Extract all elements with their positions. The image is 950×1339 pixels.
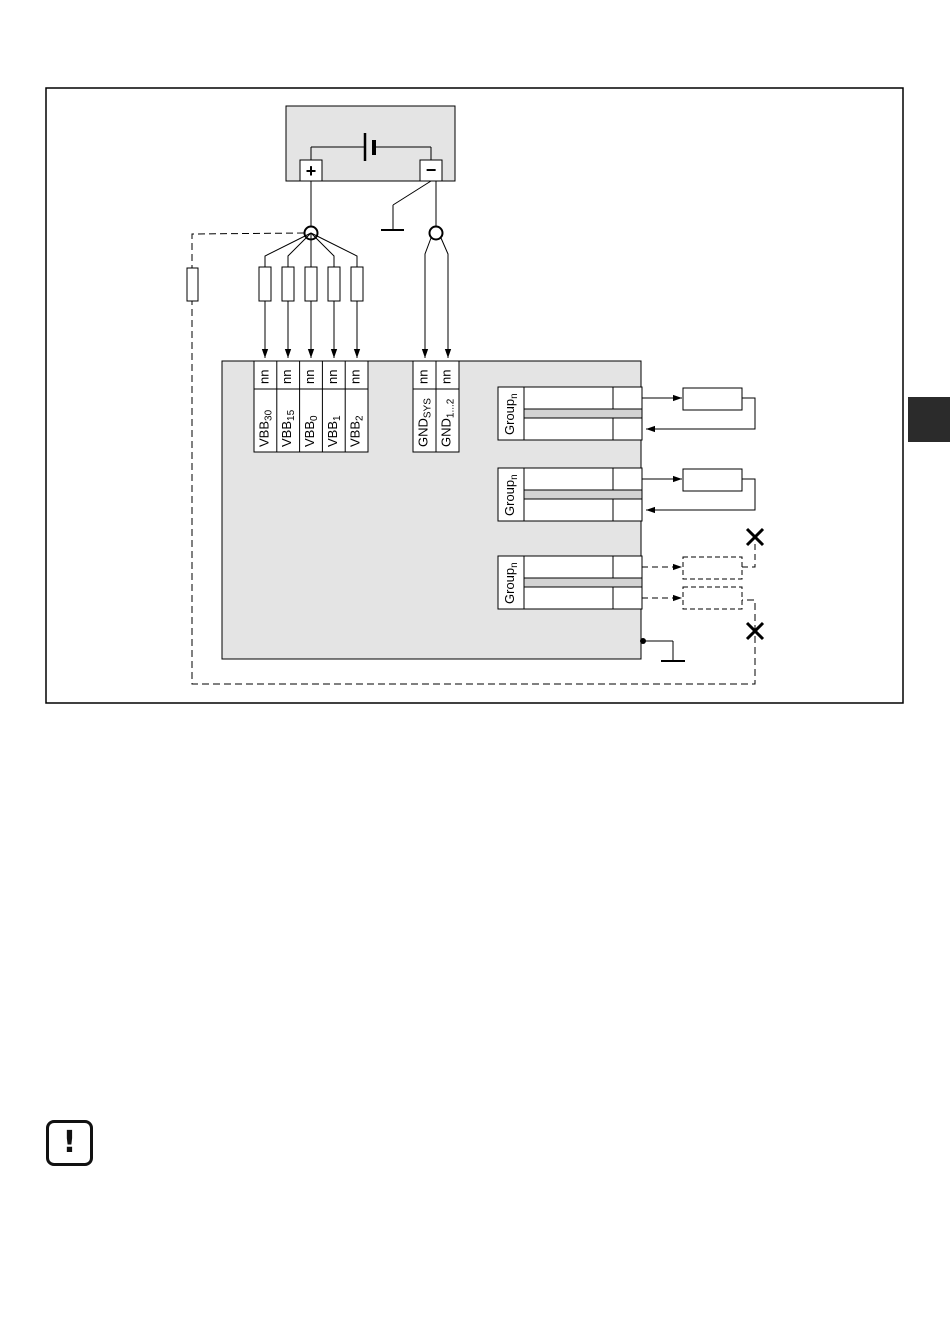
module-ground	[640, 638, 685, 661]
fuse-code-label: nn	[348, 370, 363, 384]
fuse-code-label: nn	[302, 370, 317, 384]
battery-ground	[381, 181, 431, 230]
load	[683, 388, 742, 410]
fuse	[351, 267, 363, 301]
fuse	[282, 267, 294, 301]
fused-line	[305, 233, 317, 358]
fuse-code-label: nn	[257, 370, 272, 384]
exclamation-icon: !	[63, 1128, 77, 1158]
minus-distribution-node	[430, 227, 443, 240]
fuse	[328, 267, 340, 301]
fuse-unfused-branch	[187, 268, 198, 301]
fuse-code-label: nn	[439, 370, 454, 384]
ground-lines	[425, 238, 448, 358]
load-disconnected	[683, 557, 742, 579]
output-group: Groupn	[498, 468, 755, 521]
load-disconnected	[683, 587, 742, 609]
fuse-code-label: nn	[325, 370, 340, 384]
supply-fuse-lines	[259, 233, 363, 358]
group-label: Groupn	[502, 393, 519, 435]
warning-icon: !	[46, 1120, 93, 1166]
group-label: Groupn	[502, 562, 519, 604]
fuse-code-label: nn	[416, 370, 431, 384]
plus-icon: +	[306, 161, 317, 181]
load	[683, 469, 742, 491]
output-group: Groupn	[498, 387, 755, 440]
fuse	[305, 267, 317, 301]
fuse-code-label: nn	[280, 370, 295, 384]
chapter-tab	[908, 397, 950, 442]
battery-block: + −	[286, 106, 455, 181]
group-label: Groupn	[502, 474, 519, 516]
broken-connection-icon	[747, 529, 763, 545]
minus-icon: −	[426, 160, 437, 180]
fuse	[259, 267, 271, 301]
